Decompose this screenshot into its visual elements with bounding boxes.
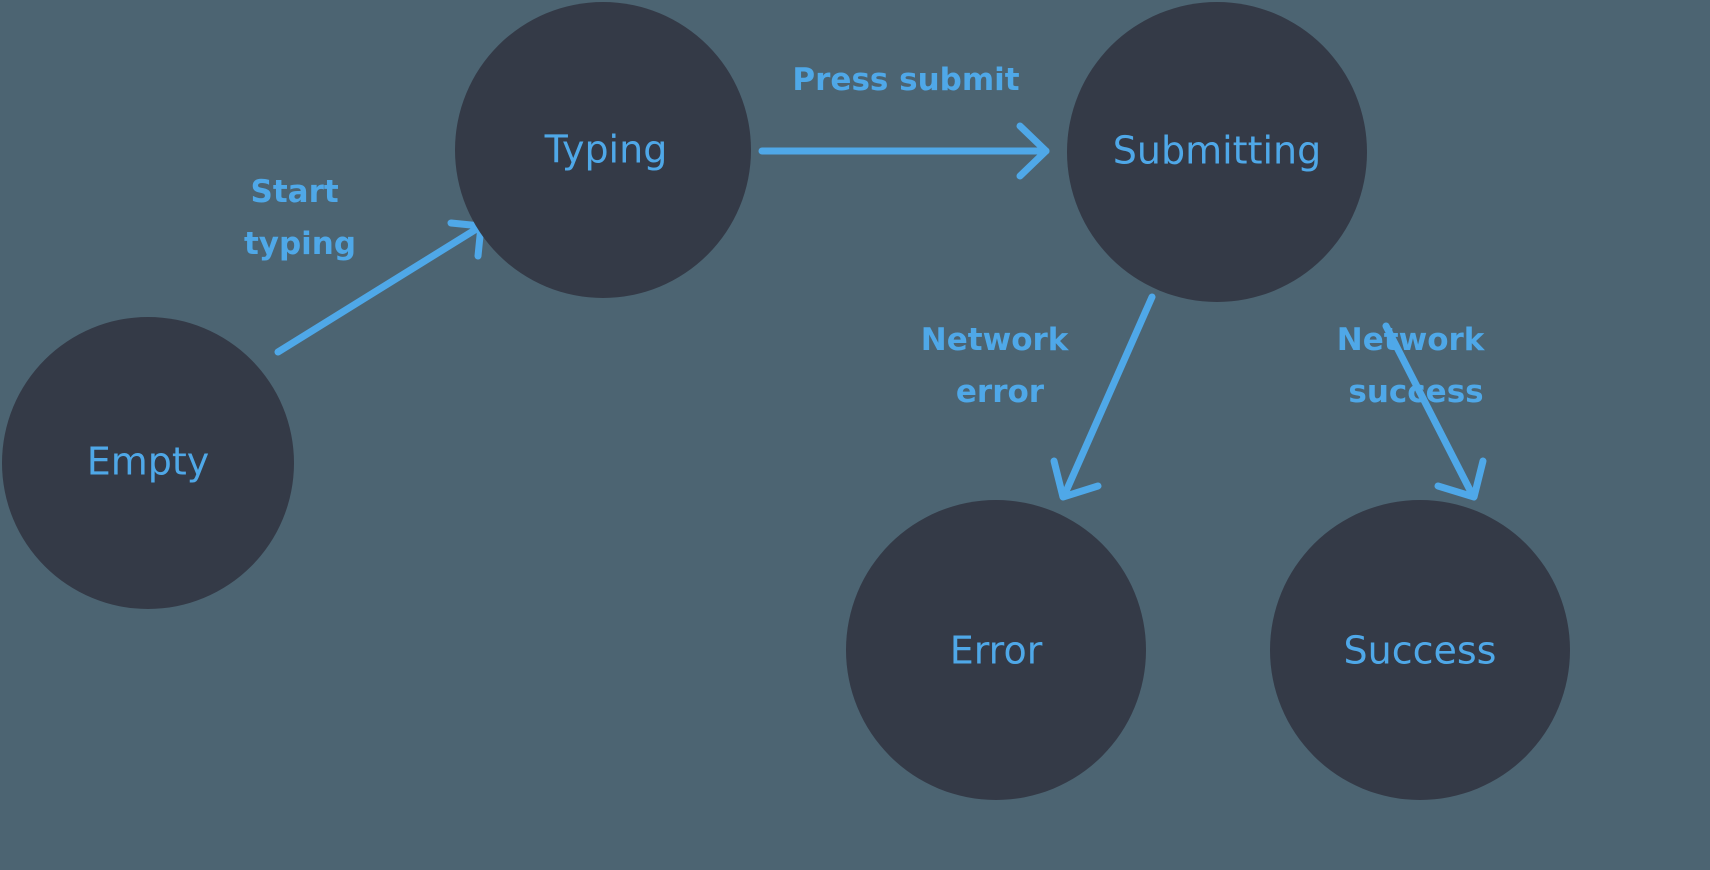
edge-typing-to-submitting[interactable]: Press submit — [758, 62, 1050, 180]
node-label-typing: Typing — [544, 128, 668, 172]
edge-label-line: success — [1348, 374, 1483, 410]
node-circle-typing — [455, 2, 751, 298]
edge-label-line: typing — [244, 226, 356, 262]
edge-label-line: Network — [1337, 322, 1486, 358]
edge-line-empty-to-typing — [274, 224, 482, 356]
edge-submitting-to-error[interactable]: Network error — [921, 293, 1156, 501]
edge-label-network-success: Network success — [1337, 322, 1495, 410]
node-label-submitting: Submitting — [1113, 129, 1321, 173]
node-error[interactable]: Error — [846, 500, 1146, 800]
node-label-empty: Empty — [87, 440, 210, 484]
edge-submitting-to-success[interactable]: Network success — [1337, 322, 1495, 501]
node-submitting[interactable]: Submitting — [1067, 2, 1367, 302]
edge-label-network-error: Network error — [921, 322, 1079, 410]
node-typing[interactable]: Typing — [455, 2, 751, 298]
node-circle-success — [1270, 500, 1570, 800]
edge-empty-to-typing[interactable]: Start typing — [244, 174, 485, 356]
arrowhead-submitting-to-success — [1434, 457, 1487, 501]
node-success[interactable]: Success — [1270, 500, 1570, 800]
edge-label-line: Press submit — [792, 62, 1019, 98]
node-circle-submitting — [1067, 2, 1367, 302]
edge-label-line: Start — [251, 174, 339, 210]
arrowhead-typing-to-submitting — [1016, 122, 1050, 180]
arrowhead-submitting-to-error — [1050, 457, 1102, 501]
node-label-success: Success — [1344, 629, 1497, 673]
node-circle-error — [846, 500, 1146, 800]
edge-label-line: Network — [921, 322, 1070, 358]
edge-label-line: error — [956, 374, 1045, 410]
edge-label-press-submit: Press submit — [792, 62, 1019, 98]
edge-label-start-typing: Start typing — [244, 174, 356, 262]
node-label-error: Error — [950, 629, 1043, 673]
edge-line-submitting-to-error — [1060, 293, 1156, 500]
node-circle-empty — [2, 317, 294, 609]
edge-line-submitting-to-success — [1382, 322, 1477, 500]
node-empty[interactable]: Empty — [2, 317, 294, 609]
